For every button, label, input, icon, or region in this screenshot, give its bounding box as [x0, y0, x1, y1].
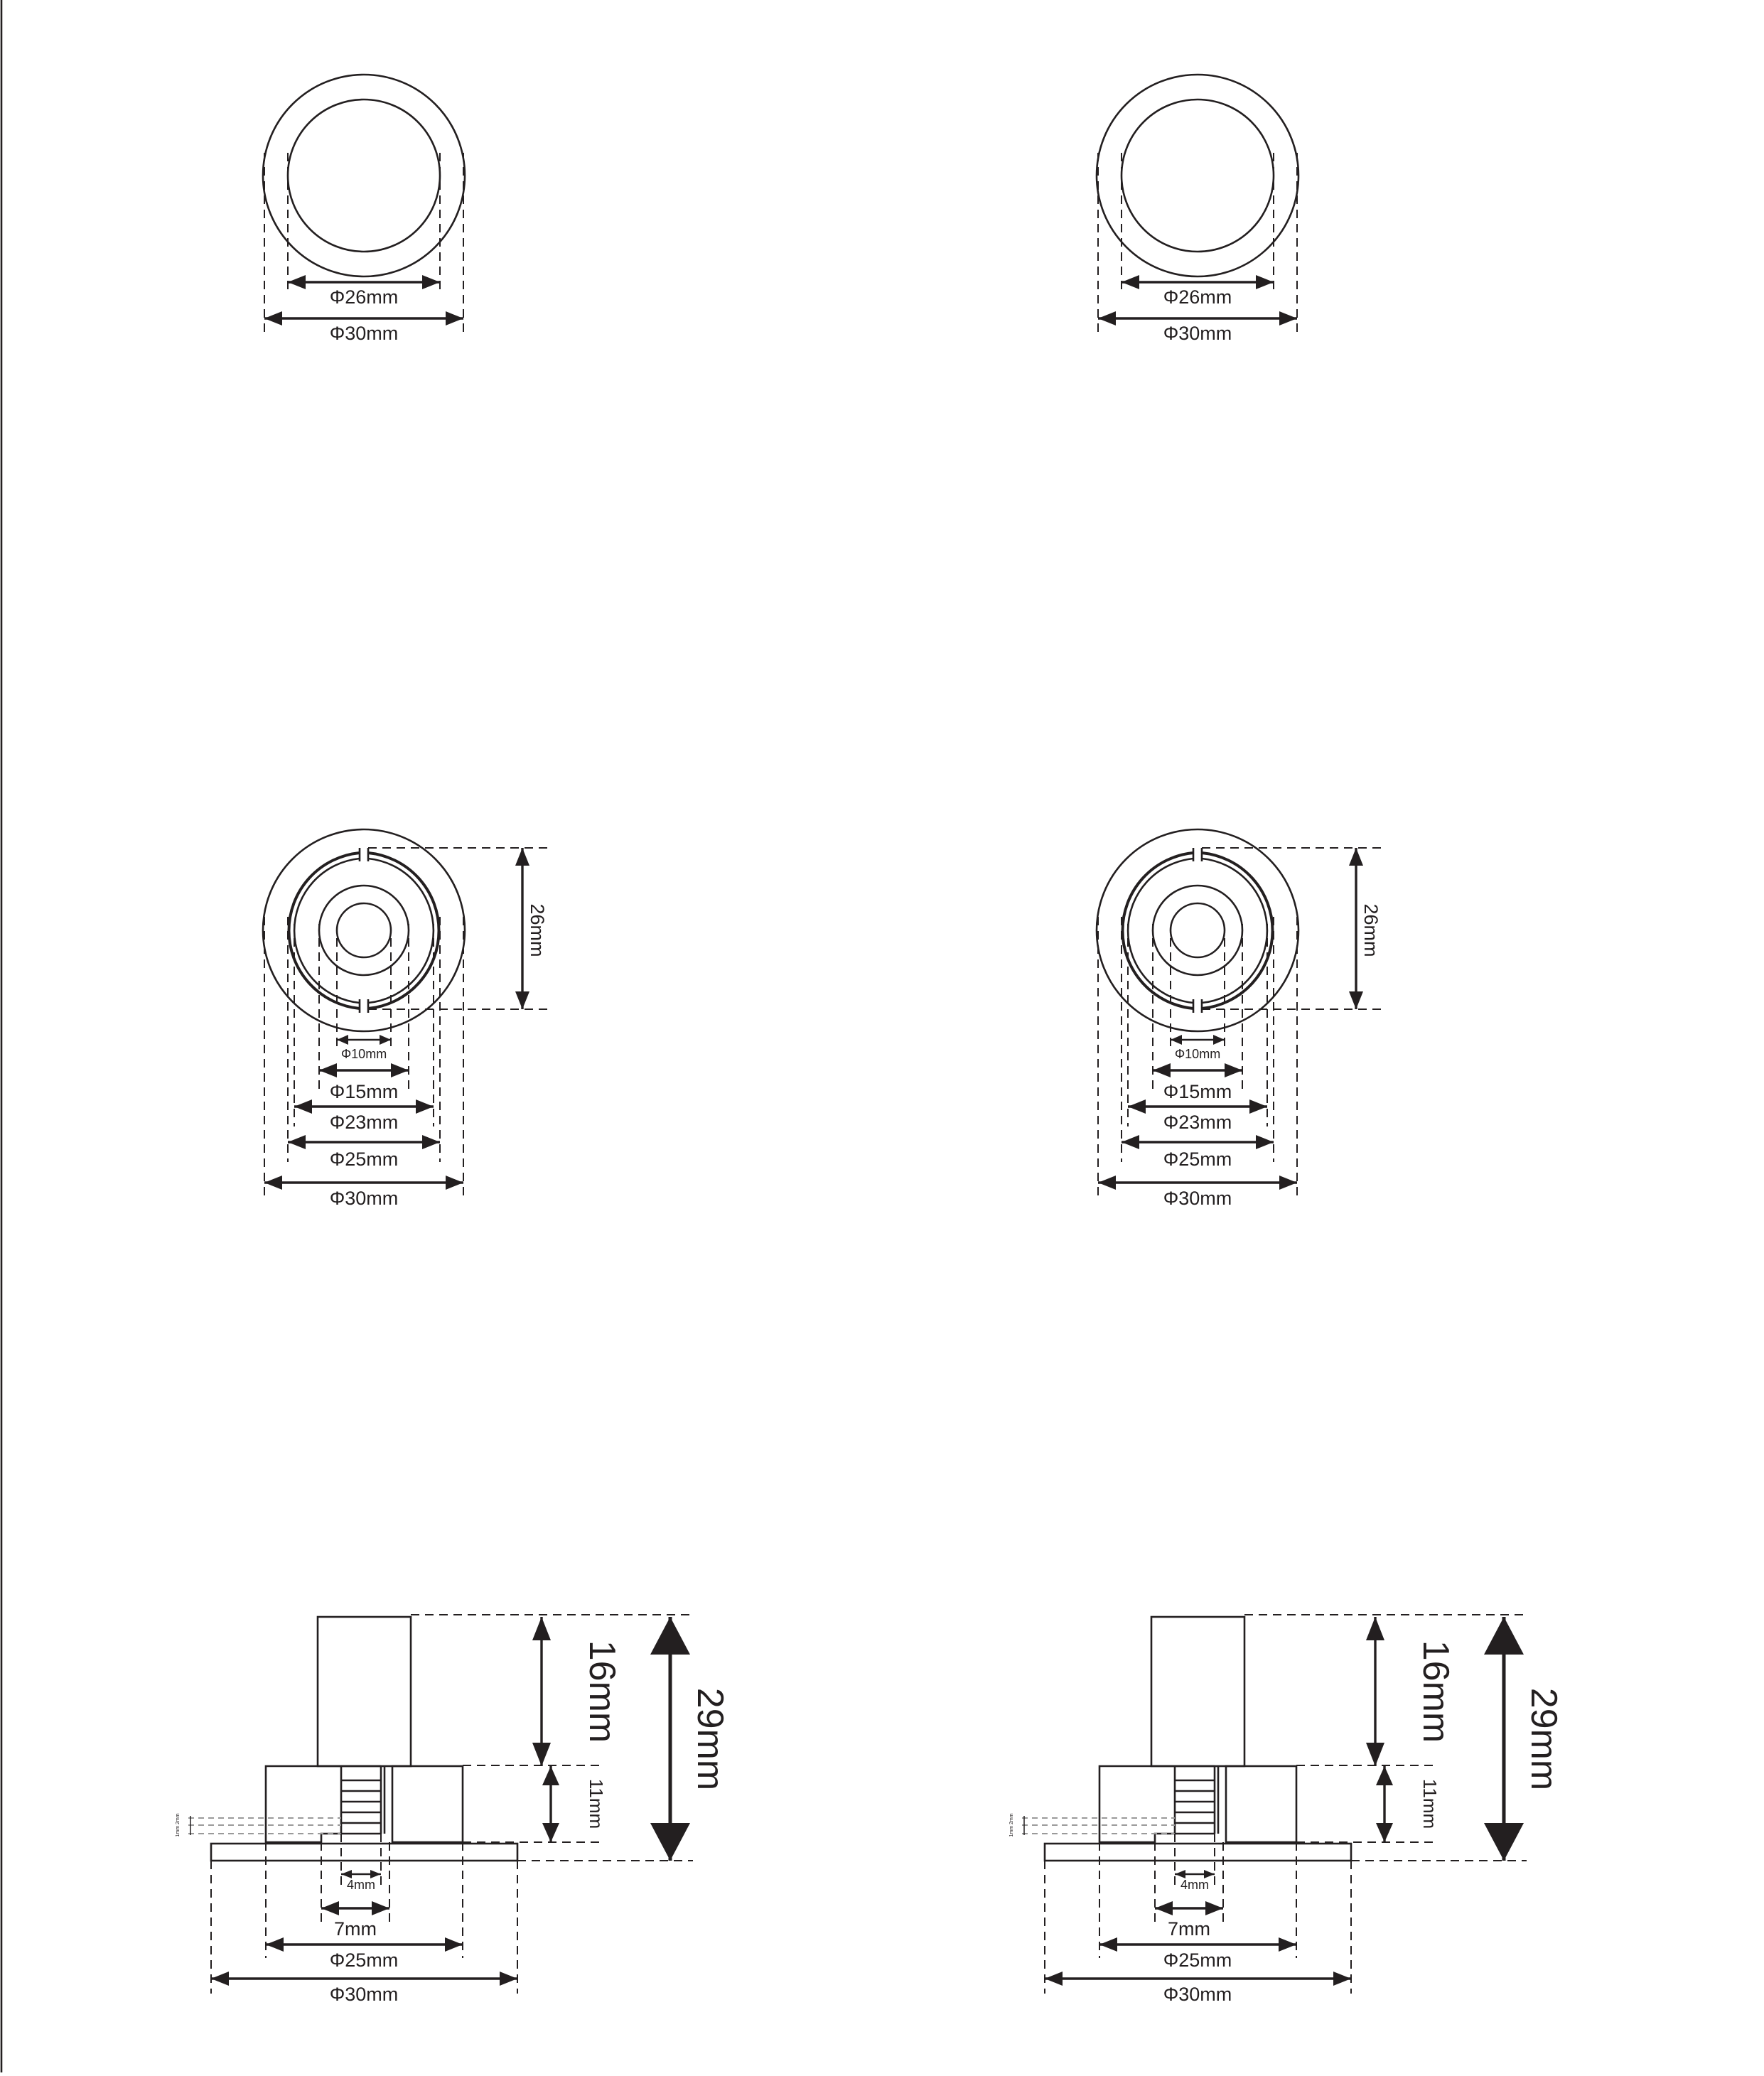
dim-d23-label: Φ23mm: [1163, 1112, 1232, 1133]
dim-d26-label: Φ26mm: [1163, 286, 1232, 308]
dim-d25-label: Φ25mm: [1163, 1149, 1232, 1170]
dim-d15-label: Φ15mm: [330, 1081, 399, 1102]
dim-d26-label: Φ26mm: [330, 286, 399, 308]
dim-d30-label: Φ30mm: [1163, 1188, 1232, 1209]
dim-d30-label: Φ30mm: [330, 323, 399, 344]
dim-d30-label: Φ30mm: [330, 1984, 399, 2005]
dim-11-label: 11mm: [586, 1779, 607, 1829]
dim-16-label: 16mm: [1415, 1640, 1456, 1743]
dim-tiny-label: 1mm 2mm: [176, 1813, 181, 1836]
dim-d25-label: Φ25mm: [1163, 1949, 1232, 1971]
side-view-left: 16mm 11mm 29mm 1mm 2mm 4mm 7mm Φ25mm Φ30…: [176, 1615, 731, 2005]
dim-7-label: 7mm: [1168, 1918, 1210, 1940]
dim-11-label: 11mm: [1419, 1779, 1441, 1829]
dim-7-label: 7mm: [334, 1918, 377, 1940]
dim-29-label: 29mm: [689, 1688, 731, 1790]
dim-4-label: 4mm: [347, 1878, 375, 1892]
dim-d30-label: Φ30mm: [1163, 323, 1232, 344]
dim-d10-label: Φ10mm: [341, 1047, 387, 1061]
dim-4-label: 4mm: [1181, 1878, 1209, 1892]
dim-d30-label: Φ30mm: [1163, 1984, 1232, 2005]
dim-d15-label: Φ15mm: [1163, 1081, 1232, 1102]
top-view-left: Φ26mm Φ30mm: [262, 73, 466, 344]
dim-d30-label: Φ30mm: [330, 1188, 399, 1209]
dim-29-label: 29mm: [1523, 1688, 1564, 1790]
socket-view-right: 26mm Φ10mm Φ15mm Φ23mm Φ25mm Φ30mm: [1095, 828, 1382, 1209]
dim-d25-label: Φ25mm: [330, 1149, 399, 1170]
dim-d25-label: Φ25mm: [330, 1949, 399, 1971]
top-view-right: Φ26mm Φ30mm: [1095, 73, 1300, 344]
side-view-right: 16mm 11mm 29mm 1mm 2mm 4mm 7mm Φ25mm Φ30…: [1009, 1615, 1564, 2005]
dim-tiny-label: 1mm 2mm: [1009, 1813, 1014, 1836]
dim-d10-label: Φ10mm: [1175, 1047, 1220, 1061]
dim-16-label: 16mm: [581, 1640, 623, 1743]
dim-height-26-label: 26mm: [1360, 903, 1382, 957]
socket-view-left: 26mm Φ10mm Φ15mm Φ23mm Φ25mm Φ30mm: [262, 828, 549, 1209]
socket-view-shape: [262, 828, 549, 1203]
dim-height-26-label: 26mm: [527, 903, 548, 957]
socket-view-shape: [1095, 828, 1382, 1203]
dim-d23-label: Φ23mm: [330, 1112, 399, 1133]
